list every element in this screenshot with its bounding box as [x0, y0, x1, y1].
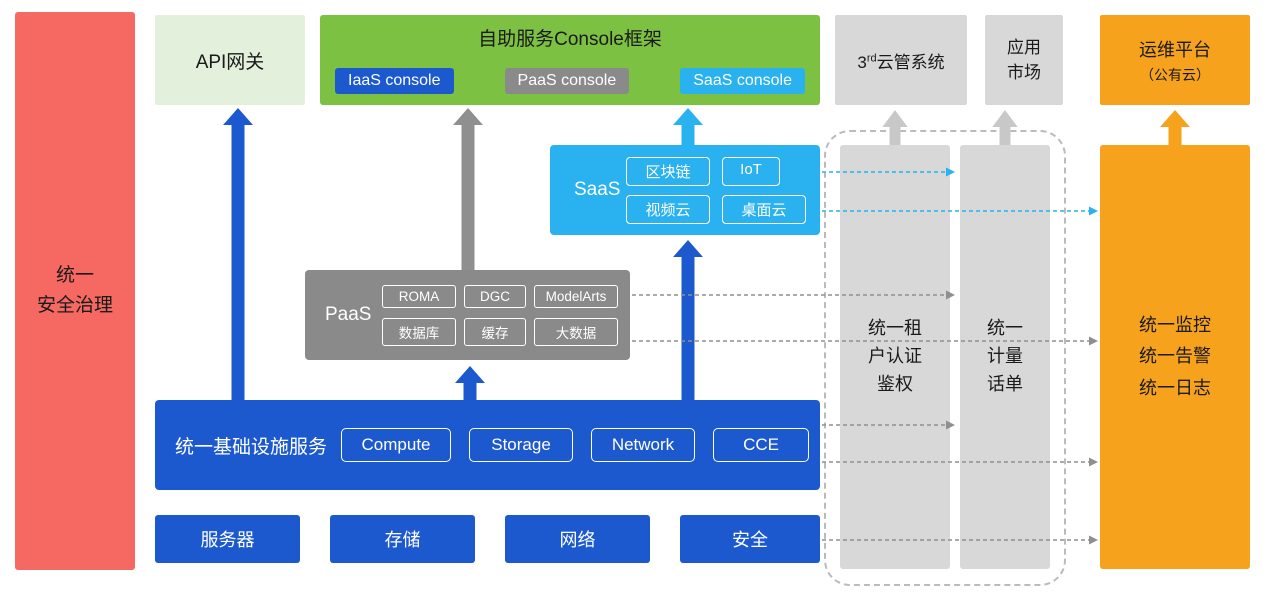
third-party-cloud-label: 3rd云管系统 [857, 48, 944, 73]
tenant-auth-bar: 统一租 户认证 鉴权 [840, 145, 950, 569]
paas-item-dgc: DGC [464, 284, 526, 308]
tenant-auth-label: 统一租 户认证 鉴权 [868, 318, 922, 394]
infrastructure-items: Compute Storage Network CCE [341, 428, 810, 462]
third-party-cloud-num: 3 [857, 52, 867, 72]
infra-item-storage: Storage [469, 428, 574, 462]
paas-item-cache: 缓存 [464, 317, 526, 346]
hardware-storage-box: 存储 [330, 515, 475, 563]
saas-item-iot: IoT [722, 156, 780, 186]
console-row: IaaS console PaaS console SaaS console [335, 68, 805, 94]
hardware-security-box: 安全 [680, 515, 820, 563]
console-framework-box: 自助服务Console框架 IaaS console PaaS console … [320, 15, 820, 105]
connector-arrowhead-paas-to-monitoring [1089, 336, 1098, 346]
saas-item-desktop-cloud: 桌面云 [722, 194, 806, 224]
saas-items: 区块链 IoT 视频云 桌面云 [626, 156, 806, 224]
arrow-saas-to-console [673, 108, 703, 145]
monitoring-label: 统一监控 统一告警 统一日志 [1139, 314, 1211, 398]
infrastructure-label: 统一基础设施服务 [175, 436, 328, 458]
third-party-cloud-sup: rd [866, 51, 877, 64]
api-gateway-label: API网关 [195, 51, 265, 73]
connector-arrowhead-hardware-to-monitoring [1089, 535, 1098, 545]
infrastructure-box: 统一基础设施服务 Compute Storage Network CCE [155, 400, 820, 490]
paas-label: PaaS [325, 304, 372, 325]
paas-items: ROMA DGC ModelArts 数据库 缓存 大数据 [382, 284, 618, 346]
om-platform-sublabel: （公有云） [1140, 66, 1210, 83]
arrow-infra-to-api-gateway [223, 108, 253, 400]
metering-label: 统一 计量 话单 [987, 318, 1023, 394]
connector-arrowhead-saas-to-monitoring [1089, 206, 1098, 216]
paas-item-database: 数据库 [382, 317, 456, 346]
infra-item-cce: CCE [713, 428, 810, 462]
paas-console-chip: PaaS console [504, 68, 630, 94]
paas-box: PaaS ROMA DGC ModelArts 数据库 缓存 大数据 [305, 270, 630, 360]
api-gateway-box: API网关 [155, 15, 305, 105]
saas-box: SaaS 区块链 IoT 视频云 桌面云 [550, 145, 820, 235]
om-platform-label: 运维平台 [1139, 39, 1211, 60]
infra-item-network: Network [591, 428, 696, 462]
saas-item-video-cloud: 视频云 [626, 194, 710, 224]
console-framework-title: 自助服务Console框架 [478, 29, 662, 50]
om-platform-box: 运维平台 （公有云） [1100, 15, 1250, 105]
metering-bar: 统一 计量 话单 [960, 145, 1050, 569]
arrow-infra-to-paas [455, 366, 485, 400]
third-party-cloud-box: 3rd云管系统 [835, 15, 967, 105]
connector-arrowhead-infra-to-monitoring [1089, 457, 1098, 467]
monitoring-box: 统一监控 统一告警 统一日志 [1100, 145, 1250, 569]
arrow-paas-to-console [453, 108, 483, 270]
security-governance-label: 统一 安全治理 [36, 264, 113, 316]
paas-item-modelarts: ModelArts [534, 284, 618, 308]
hardware-network-box: 网络 [505, 515, 650, 563]
iaas-console-chip: IaaS console [335, 68, 454, 94]
arrow-infra-to-saas [673, 240, 703, 400]
hardware-server-box: 服务器 [155, 515, 300, 563]
paas-item-bigdata: 大数据 [534, 317, 618, 346]
paas-item-roma: ROMA [382, 284, 456, 308]
saas-label: SaaS [574, 179, 621, 200]
security-governance-bar: 统一 安全治理 [15, 12, 135, 570]
app-market-label: 应用 市场 [1007, 37, 1041, 83]
arrow-monitoring-to-om-platform [1160, 110, 1190, 145]
infra-item-compute: Compute [341, 428, 452, 462]
saas-console-chip: SaaS console [680, 68, 805, 94]
app-market-box: 应用 市场 [985, 15, 1063, 105]
third-party-cloud-text: 云管系统 [876, 52, 945, 72]
saas-item-blockchain: 区块链 [626, 156, 710, 186]
shared-services-frame [824, 130, 1066, 586]
